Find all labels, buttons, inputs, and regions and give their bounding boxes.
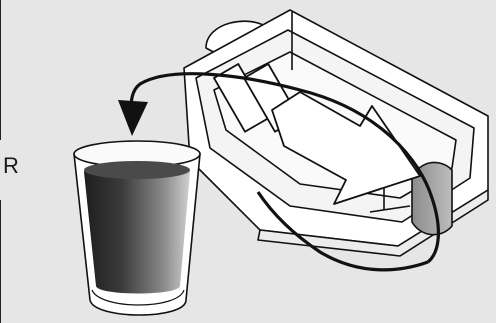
drawer-front-face bbox=[257, 189, 489, 257]
cup-liquid bbox=[84, 163, 190, 294]
cup-base-line bbox=[91, 289, 185, 306]
liquid-surface bbox=[84, 161, 190, 179]
arrow-head-block bbox=[271, 91, 421, 205]
flow-path-return bbox=[256, 191, 429, 272]
left-edge-line-bottom bbox=[0, 200, 1, 323]
flow-path-arrow bbox=[118, 72, 440, 272]
side-label: R bbox=[3, 153, 19, 178]
flow-arrow-head bbox=[118, 100, 148, 136]
cup-with-liquid bbox=[73, 140, 201, 316]
left-edge-line-top bbox=[0, 0, 1, 140]
drawer-rail-bottom bbox=[369, 205, 411, 213]
